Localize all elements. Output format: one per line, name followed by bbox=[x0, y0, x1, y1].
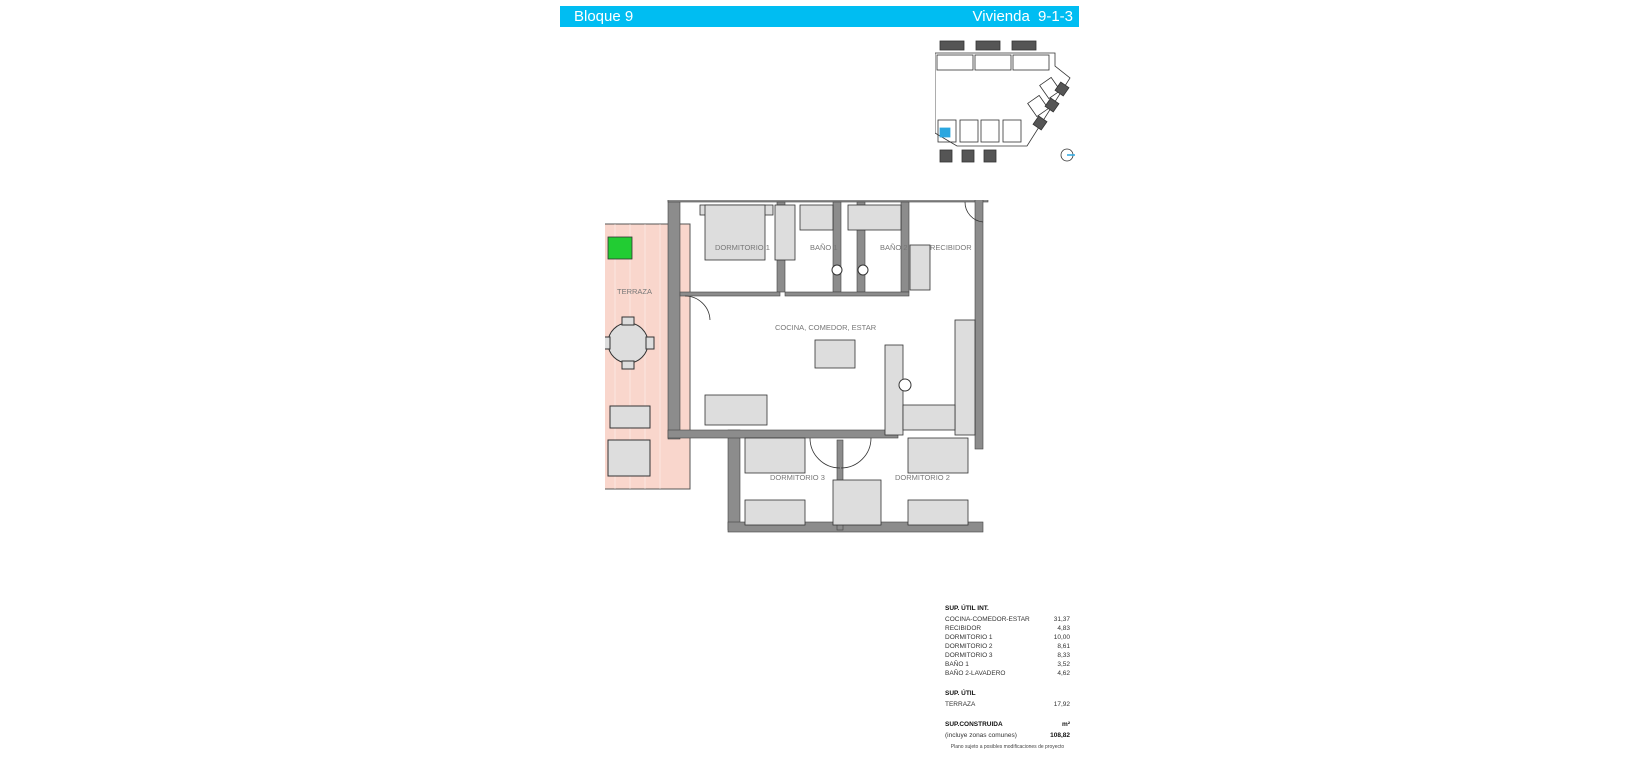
interior-heading: SUP. ÚTIL INT. bbox=[945, 605, 989, 612]
room-label-terraza: TERRAZA bbox=[617, 287, 652, 296]
floor-plan: DORMITORIO 1 BAÑO 1 BAÑO 2 RECIBIDOR TER… bbox=[605, 200, 989, 533]
room-label-bano-2: BAÑO 2 bbox=[880, 243, 908, 252]
room-label-dormitorio-1: DORMITORIO 1 bbox=[715, 243, 770, 252]
room-label-recibidor: RECIBIDOR bbox=[930, 243, 972, 252]
built-row: (incluye zonas comunes)108,82 bbox=[945, 732, 1070, 739]
room-label-dormitorio-2: DORMITORIO 2 bbox=[895, 473, 950, 482]
unit-label: Vivienda 9-1-3 bbox=[972, 8, 1073, 25]
room-label-cocina: COCINA, COMEDOR, ESTAR bbox=[775, 323, 877, 332]
plant-icon bbox=[607, 236, 633, 260]
site-key-map bbox=[935, 40, 1075, 163]
room-label-dormitorio-3: DORMITORIO 3 bbox=[770, 473, 825, 482]
room-label-bano-1: BAÑO 1 bbox=[810, 243, 838, 252]
exterior-heading: SUP. ÚTIL bbox=[945, 690, 976, 697]
block-label: Bloque 9 bbox=[574, 8, 634, 25]
parking-icon bbox=[939, 40, 1037, 51]
title-bar: Bloque 9 Vivienda 9-1-3 bbox=[560, 6, 1079, 27]
footnote: Plano sujeto a posibles modificaciones d… bbox=[950, 744, 1065, 750]
